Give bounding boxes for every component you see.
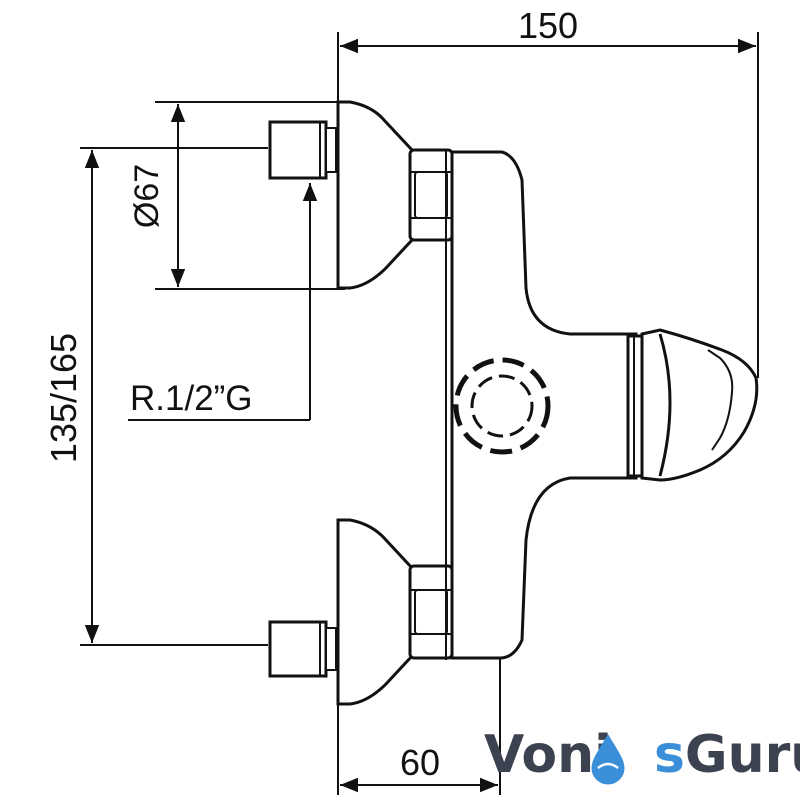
upper-hex-nut (408, 148, 454, 242)
upper-inlet-connector (268, 120, 337, 180)
lower-rosette (336, 518, 414, 706)
voniosguru-logo: VonisGuru (484, 725, 800, 785)
leader-connection-thread (128, 183, 318, 421)
logo-text-part2: s (654, 725, 685, 785)
label-connection-thread: R.1/2”G (130, 379, 253, 418)
label-rosette-diameter: Ø67 (128, 164, 166, 228)
outlet-hidden-outer (453, 357, 551, 455)
lower-inlet-connector (268, 620, 337, 678)
dimension-rosette-diameter (155, 101, 345, 290)
logo-text-part3: Guru (685, 725, 800, 785)
lower-pipe-stub (268, 620, 328, 678)
mixer-body (450, 150, 638, 660)
water-drop-icon (591, 734, 625, 785)
handle-lever (640, 328, 759, 482)
upper-pipe-stub (268, 120, 328, 180)
logo-text: VonisGuru (484, 725, 800, 785)
dimension-overall-width (337, 32, 759, 378)
label-overall-width: 150 (518, 5, 578, 46)
logo-text-part1: Voni (484, 725, 612, 785)
outlet-hidden-inner (470, 374, 534, 438)
label-center-distance: 135/165 (43, 333, 84, 463)
upper-rosette (336, 100, 414, 290)
dimension-center-distance (80, 147, 268, 646)
label-outlet-offset: 60 (400, 742, 440, 783)
mixer-handle (626, 328, 759, 482)
